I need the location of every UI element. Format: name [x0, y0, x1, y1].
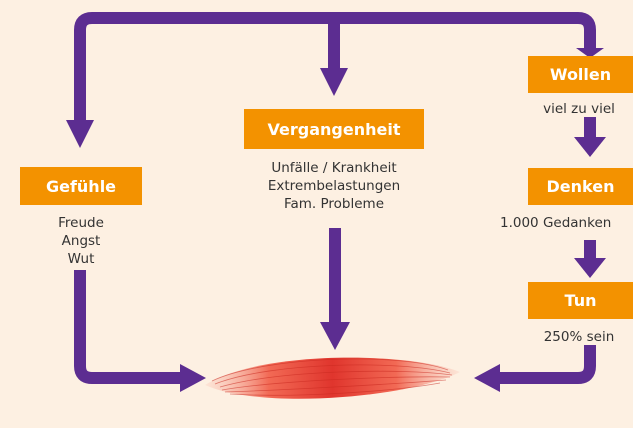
tun-label: Tun	[564, 291, 597, 310]
vergangenheit-line: Unfälle / Krankheit	[271, 160, 397, 176]
arrow-down-to-muscle	[320, 322, 350, 350]
wollen-text: viel zu viel	[525, 100, 633, 118]
vergangenheit-text: Unfälle / Krankheit Extrembelastungen Fa…	[234, 159, 434, 213]
tun-box: Tun	[528, 282, 633, 319]
wollen-box: Wollen	[528, 56, 633, 93]
denken-line: 1.000 Gedanken	[500, 215, 612, 231]
arrow-down-gefuehle	[66, 120, 94, 148]
arrow-down-vergangenheit	[320, 68, 348, 96]
tun-line: 250% sein	[543, 329, 615, 345]
vergangenheit-box: Vergangenheit	[244, 109, 424, 149]
gefuehle-label: Gefühle	[45, 176, 117, 196]
gefuehle-box: Gefühle	[20, 167, 142, 205]
denken-text: 1.000 Gedanken	[500, 214, 633, 232]
gefuehle-text: Freude Angst Wut	[20, 214, 142, 268]
vergangenheit-line: Fam. Probleme	[283, 196, 385, 212]
right-bottom-line	[500, 345, 596, 384]
arrow-down-to-tun	[574, 258, 606, 278]
tun-text: 250% sein	[525, 328, 633, 346]
arrow-right-to-muscle	[180, 364, 206, 392]
muscle-icon	[205, 357, 460, 399]
denken-box: Denken	[528, 168, 633, 205]
denken-label: Denken	[546, 177, 615, 196]
gefuehle-line: Freude	[58, 215, 104, 231]
gefuehle-line: Angst	[61, 233, 101, 249]
left-bottom-line	[74, 270, 180, 384]
arrow-down-wollen	[576, 48, 604, 58]
wollen-label: Wollen	[549, 65, 612, 84]
arrow-left-to-muscle	[474, 364, 500, 392]
arrow-down-to-denken	[574, 137, 606, 157]
vergangenheit-label: Vergangenheit	[267, 119, 401, 139]
gefuehle-line: Wut	[67, 251, 95, 267]
wollen-line: viel zu viel	[543, 101, 615, 117]
vergangenheit-line: Extrembelastungen	[267, 178, 401, 194]
